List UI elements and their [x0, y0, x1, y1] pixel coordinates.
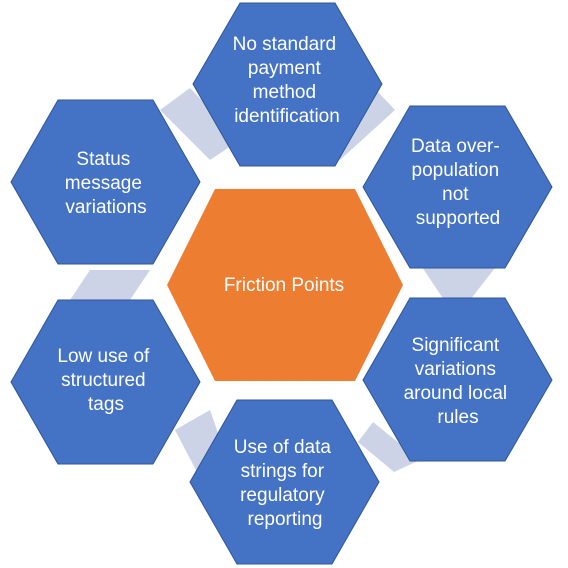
label-line: strings for [241, 461, 325, 482]
connector-lower-left-to-upper-left [70, 270, 150, 300]
hex-item-upper-right-label: Data over- population not supported [411, 136, 505, 229]
label-line: No standard [233, 34, 337, 55]
label-line: message [65, 173, 142, 194]
label-line: Significant [412, 335, 500, 356]
hex-item-lower-right-label: Significant variations around local rule… [404, 335, 513, 428]
hexagon-shape [10, 299, 201, 465]
hexagon-shape [362, 105, 553, 269]
connector-upper-left-to-top [160, 88, 240, 160]
hex-item-upper-left-label: Status message variations [65, 149, 147, 218]
connector-lower-right-to-bottom [358, 422, 420, 472]
label-line: not [442, 184, 469, 205]
label-line: regulatory [240, 485, 325, 506]
hexagon-shape [192, 2, 383, 167]
label-line: reporting [248, 509, 323, 530]
connector-upper-right-to-lower-right [420, 264, 498, 300]
hex-item-upper-right: Data over- population not supported [362, 105, 553, 269]
hexagon-shape [362, 297, 553, 462]
hex-item-lower-right: Significant variations around local rule… [362, 297, 553, 462]
label-line: variations [65, 197, 146, 218]
label-line: Data over- [411, 136, 500, 157]
label-line: tags [88, 394, 124, 415]
hex-item-upper-left: Status message variations [10, 99, 201, 265]
label-line: variations [415, 359, 496, 380]
label-line: identification [234, 106, 340, 127]
hex-item-top-label: No standard payment method identificatio… [233, 34, 342, 127]
label-line: Low use of [57, 346, 150, 367]
label-line: Status [76, 149, 130, 170]
label-line: structured [61, 370, 145, 391]
hex-item-lower-left: Low use of structured tags [10, 299, 201, 465]
hex-item-bottom: Use of data strings for regulatory repor… [189, 399, 380, 565]
hexagon-shape [189, 399, 380, 565]
center-label: Friction Points [224, 275, 344, 296]
label-line: around local [404, 383, 508, 404]
label-line: supported [416, 208, 501, 229]
hex-item-top: No standard payment method identificatio… [192, 2, 383, 167]
label-line: method [253, 82, 316, 103]
hex-item-bottom-label: Use of data strings for regulatory repor… [234, 437, 336, 530]
hexagon-shape [10, 99, 201, 265]
hex-item-lower-left-label: Low use of structured tags [57, 346, 154, 415]
hex-center: Friction Points [167, 189, 403, 381]
label-line: population [412, 160, 500, 181]
center-hexagon-shape [167, 189, 403, 381]
label-line: Use of data [234, 437, 332, 458]
label-line: rules [437, 407, 478, 428]
label-line: payment [248, 58, 322, 79]
